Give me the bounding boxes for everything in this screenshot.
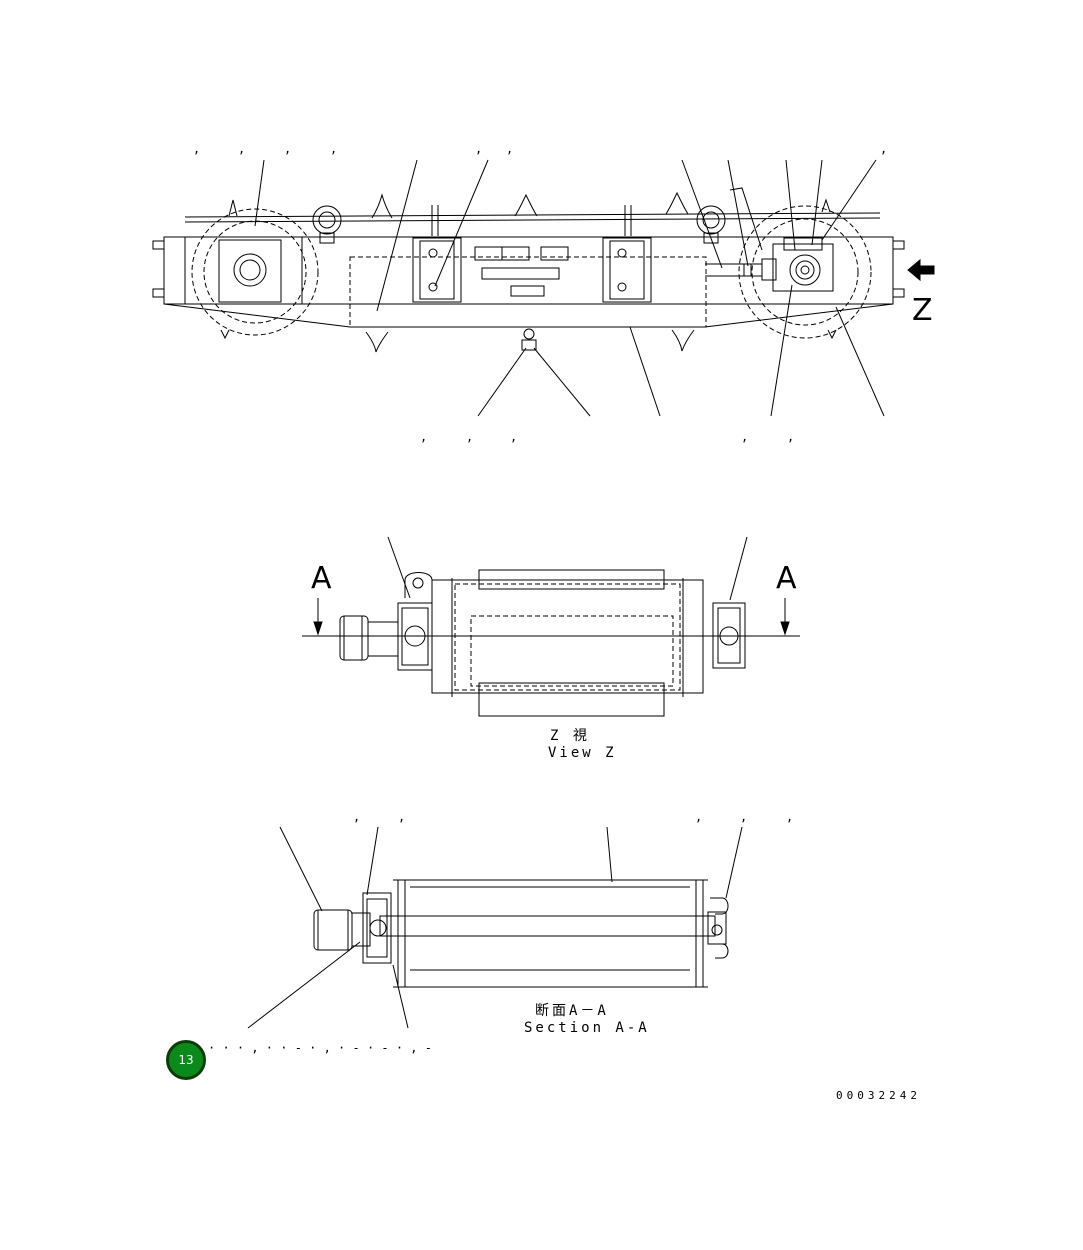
section-aa-caption-jp: 断面A－A (535, 1003, 609, 1019)
callout-mark: , (740, 810, 747, 824)
callout-mark: , (506, 142, 513, 156)
top-view-lower-marks: , , , , , (420, 430, 794, 444)
page-number-label: 13 (178, 1053, 194, 1067)
callout-mark: , (880, 142, 887, 156)
view-z-caption-en: View Z (548, 745, 617, 761)
callout-mark: , (284, 142, 291, 156)
footer-note: · · · , · · ‐ · , · ‐ · ‐ · , ‐ (208, 1041, 432, 1055)
callout-mark: , (510, 430, 517, 444)
view-z-label: Z (912, 293, 933, 328)
callout-mark: , (475, 142, 482, 156)
callout-mark: , (193, 142, 200, 156)
section-mark-left: A (311, 561, 332, 596)
top-view-upper-marks: , , , , , , , (193, 142, 887, 156)
view-z-caption-jp: Z 視 (550, 728, 590, 744)
callout-mark: , (786, 810, 793, 824)
callout-mark: , (398, 810, 405, 824)
section-aa-caption-en: Section A-A (524, 1020, 650, 1036)
callout-mark: , (695, 810, 702, 824)
section-aa-frame (247, 826, 743, 1029)
page-number-badge[interactable]: 13 (166, 1040, 206, 1080)
callout-mark: , (466, 430, 473, 444)
view-z-frame (302, 536, 800, 717)
top-view-leaders (254, 159, 885, 417)
callout-mark: , (420, 430, 427, 444)
callout-mark: , (330, 142, 337, 156)
section-mark-right: A (776, 561, 797, 596)
callout-mark: , (353, 810, 360, 824)
callout-mark: , (787, 430, 794, 444)
callout-mark: , (238, 142, 245, 156)
callout-mark: , (741, 430, 748, 444)
section-aa-upper-marks: , , , , , (353, 810, 793, 824)
drawing-code: 00032242 (836, 1089, 921, 1102)
view-z-arrow-icon (907, 258, 935, 282)
top-view-frame (152, 191, 905, 353)
